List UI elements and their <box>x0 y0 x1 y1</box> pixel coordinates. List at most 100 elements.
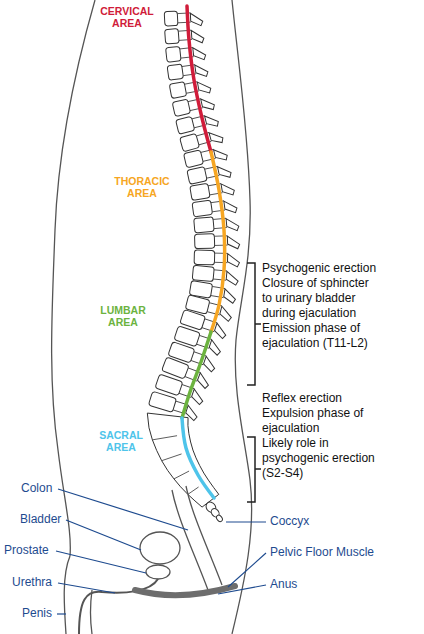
spinal-cord-segment <box>211 152 225 332</box>
sacral-segment-line <box>188 487 199 494</box>
leader-line <box>58 583 115 593</box>
vertebra <box>195 233 240 250</box>
spinous-process <box>219 306 234 322</box>
spinous-process <box>202 356 218 372</box>
anatomy-label: Colon <box>21 481 52 496</box>
sacral-segment-line <box>152 436 177 440</box>
vertebral-body <box>192 200 213 217</box>
region-label: SACRAL AREA <box>92 430 150 453</box>
vertebra <box>172 94 215 118</box>
anatomy-label: Prostate <box>4 543 49 558</box>
body-front-outline <box>52 0 95 556</box>
vertebral-body <box>194 250 215 265</box>
vertebral-body <box>184 150 204 168</box>
spinous-process <box>208 340 223 356</box>
sacral-segment-line <box>174 471 189 479</box>
vertebral-body <box>166 46 182 62</box>
spinous-process <box>195 63 209 78</box>
vertebra <box>184 144 229 169</box>
vertebral-body <box>167 64 183 80</box>
sacrum-bone <box>147 413 218 507</box>
function-note: Emission phase of ejaculation (T11-L2) <box>262 321 378 351</box>
vertebra <box>190 179 235 202</box>
vertebra <box>166 44 207 64</box>
vertebral-body <box>164 11 178 26</box>
vertebral-body <box>155 374 183 396</box>
vertebral-body <box>169 82 186 99</box>
penis-outline <box>64 556 70 634</box>
vertebra <box>176 110 220 135</box>
spinous-process <box>193 46 206 60</box>
spinal-cord-segment <box>182 418 214 498</box>
spinous-process <box>226 218 239 232</box>
vertebra <box>192 197 238 219</box>
bracket <box>247 263 261 385</box>
anatomy-label: Urethra <box>12 575 52 590</box>
spinous-process <box>191 30 204 44</box>
spinous-process <box>217 164 231 179</box>
vertebral-body <box>176 116 195 134</box>
spinous-process <box>221 182 235 197</box>
spinous-process <box>205 113 220 128</box>
spinous-process <box>196 373 212 389</box>
function-note: Psychogenic erection <box>262 261 422 276</box>
spinous-process <box>190 389 206 405</box>
leader-line <box>58 489 188 530</box>
vertebral-body <box>195 234 215 249</box>
vertebral-body <box>194 217 214 233</box>
body-back-outline <box>232 0 252 634</box>
vertebral-body <box>192 265 214 281</box>
function-note: Reflex erection <box>262 391 422 406</box>
spine-group <box>147 6 239 523</box>
region-label: CERVICAL AREA <box>98 6 156 29</box>
vertebral-body <box>165 29 180 44</box>
spinous-process <box>190 13 203 27</box>
prostate-shape <box>146 565 170 579</box>
spinous-process <box>214 147 229 162</box>
leader-line <box>57 613 66 614</box>
spinous-process <box>213 323 228 339</box>
rectum-wall <box>186 486 222 585</box>
anatomy-label: Pelvic Floor Muscle <box>270 545 374 560</box>
bracket <box>247 437 261 502</box>
spinous-process <box>227 254 239 267</box>
vertebra <box>169 77 211 100</box>
leader-line <box>66 520 141 550</box>
function-note: Likely role in psychogenic erection (S2-… <box>262 436 378 481</box>
vertebral-body <box>148 391 176 412</box>
anatomy-label: Anus <box>270 577 297 592</box>
anatomy-label: Bladder <box>20 512 61 527</box>
vertebral-body <box>190 183 210 200</box>
region-label: THORACIC AREA <box>113 176 171 199</box>
region-label: LUMBAR AREA <box>94 305 152 328</box>
vertebra <box>164 10 203 28</box>
vertebral-body <box>180 133 200 151</box>
urethra-tube <box>79 579 158 634</box>
spinous-process <box>209 130 224 146</box>
penis-outline <box>91 590 93 634</box>
vertebra <box>187 161 232 185</box>
spinal-cord-segment <box>182 332 211 418</box>
leader-line <box>226 521 266 522</box>
leader-line <box>228 553 266 587</box>
spinous-process <box>224 199 238 214</box>
anatomy-label: Penis <box>22 606 52 621</box>
vertebral-body <box>187 167 207 185</box>
anatomy-label: Coccyx <box>270 514 309 529</box>
function-note: Expulsion phase of ejaculation <box>262 406 378 436</box>
spinous-process <box>226 271 239 285</box>
vertebral-body <box>172 99 190 116</box>
spinous-process <box>223 289 237 304</box>
vertebra <box>180 127 224 153</box>
spinous-process <box>197 80 211 95</box>
spinal-cord-segment <box>187 6 211 152</box>
function-note: Closure of sphincter to urinary bladder … <box>262 276 378 321</box>
leader-line <box>218 585 266 594</box>
vertebra <box>165 27 205 46</box>
bladder-shape <box>140 532 180 564</box>
vertebra <box>167 60 208 81</box>
vertebra <box>194 250 240 267</box>
vertebra <box>194 215 239 235</box>
